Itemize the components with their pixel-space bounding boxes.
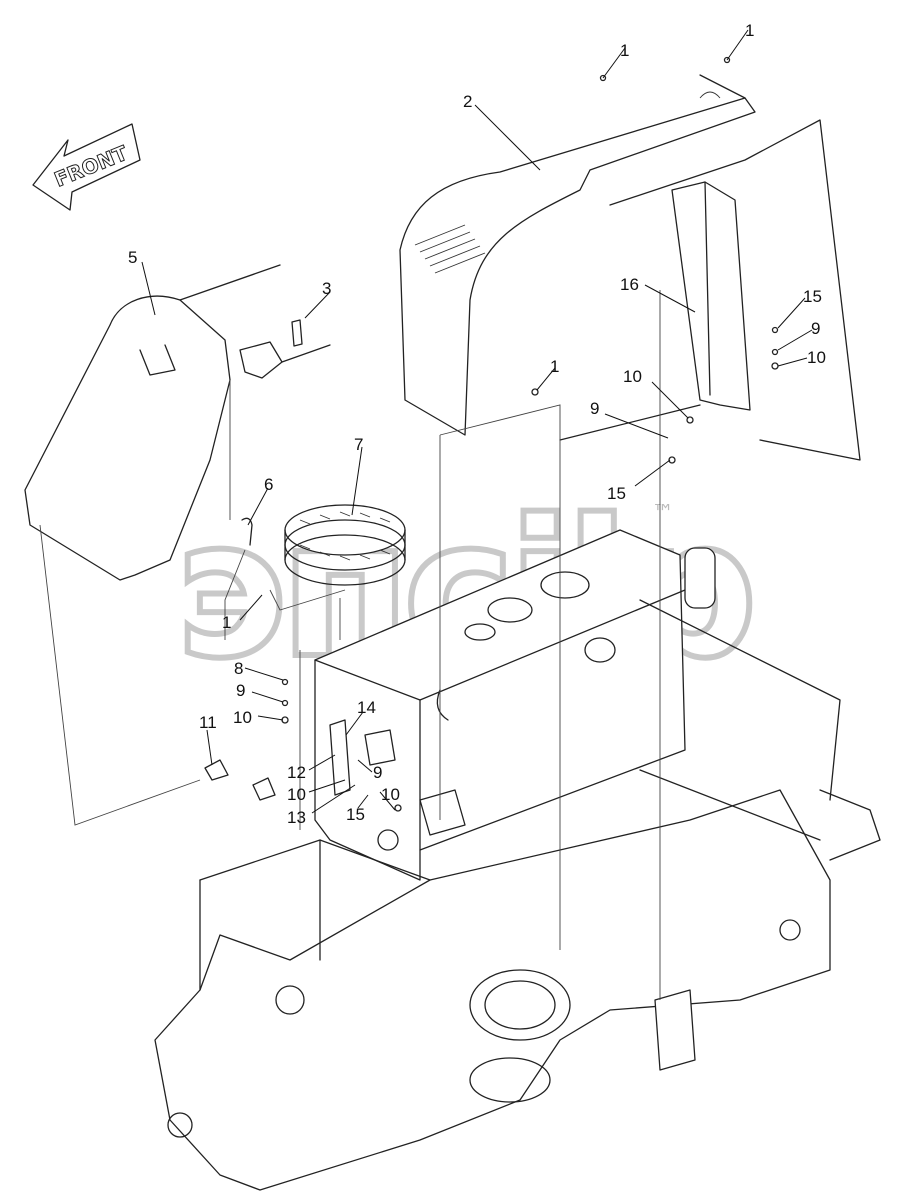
callout-12: 12: [287, 763, 306, 782]
callout-13: 13: [287, 808, 306, 827]
main-frame: [154, 599, 881, 1191]
callout-9: 9: [590, 399, 599, 418]
callout-1: 1: [550, 357, 559, 376]
mount-bracket: [239, 319, 331, 379]
mesh-screen: [284, 504, 406, 586]
hose-clip: [241, 517, 253, 546]
callout-10: 10: [381, 785, 400, 804]
side-panel-right: [559, 119, 861, 461]
channel-bracket: [671, 181, 751, 411]
hood-panel: [399, 74, 756, 436]
callout-15: 15: [607, 484, 626, 503]
projection-lines: [39, 290, 661, 1000]
callout-7: 7: [354, 435, 363, 454]
callout-9: 9: [236, 681, 245, 700]
callout-5: 5: [128, 248, 137, 267]
callout-3: 3: [322, 279, 331, 298]
callout-9: 9: [373, 763, 382, 782]
front-arrow: FRONT: [32, 123, 141, 211]
watermark-trademark: ™: [652, 501, 674, 526]
front-label: FRONT: [51, 141, 131, 192]
callout-15: 15: [346, 805, 365, 824]
callout-10: 10: [287, 785, 306, 804]
callout-6: 6: [264, 475, 273, 494]
callout-9: 9: [811, 319, 820, 338]
cab-guard: [24, 264, 281, 581]
callout-15: 15: [803, 287, 822, 306]
callout-1: 1: [745, 21, 754, 40]
callout-16: 16: [620, 275, 639, 294]
callout-1: 1: [620, 41, 629, 60]
callout-1: 1: [222, 613, 231, 632]
callout-labels: 1 1 2 16 15 9 10 1 10 9 15 5 3 7 6 1 8 9…: [128, 21, 826, 827]
callout-2: 2: [463, 92, 472, 111]
callout-8: 8: [234, 659, 243, 678]
callout-10: 10: [807, 348, 826, 367]
fasteners: [281, 56, 779, 812]
callout-14: 14: [357, 698, 376, 717]
small-bracket: [204, 759, 276, 801]
filter-bracket: [329, 719, 396, 796]
callout-10: 10: [623, 367, 642, 386]
callout-11: 11: [199, 713, 217, 732]
hydraulic-tank: [314, 529, 716, 881]
callout-10: 10: [233, 708, 252, 727]
leader-lines: [141, 29, 813, 814]
